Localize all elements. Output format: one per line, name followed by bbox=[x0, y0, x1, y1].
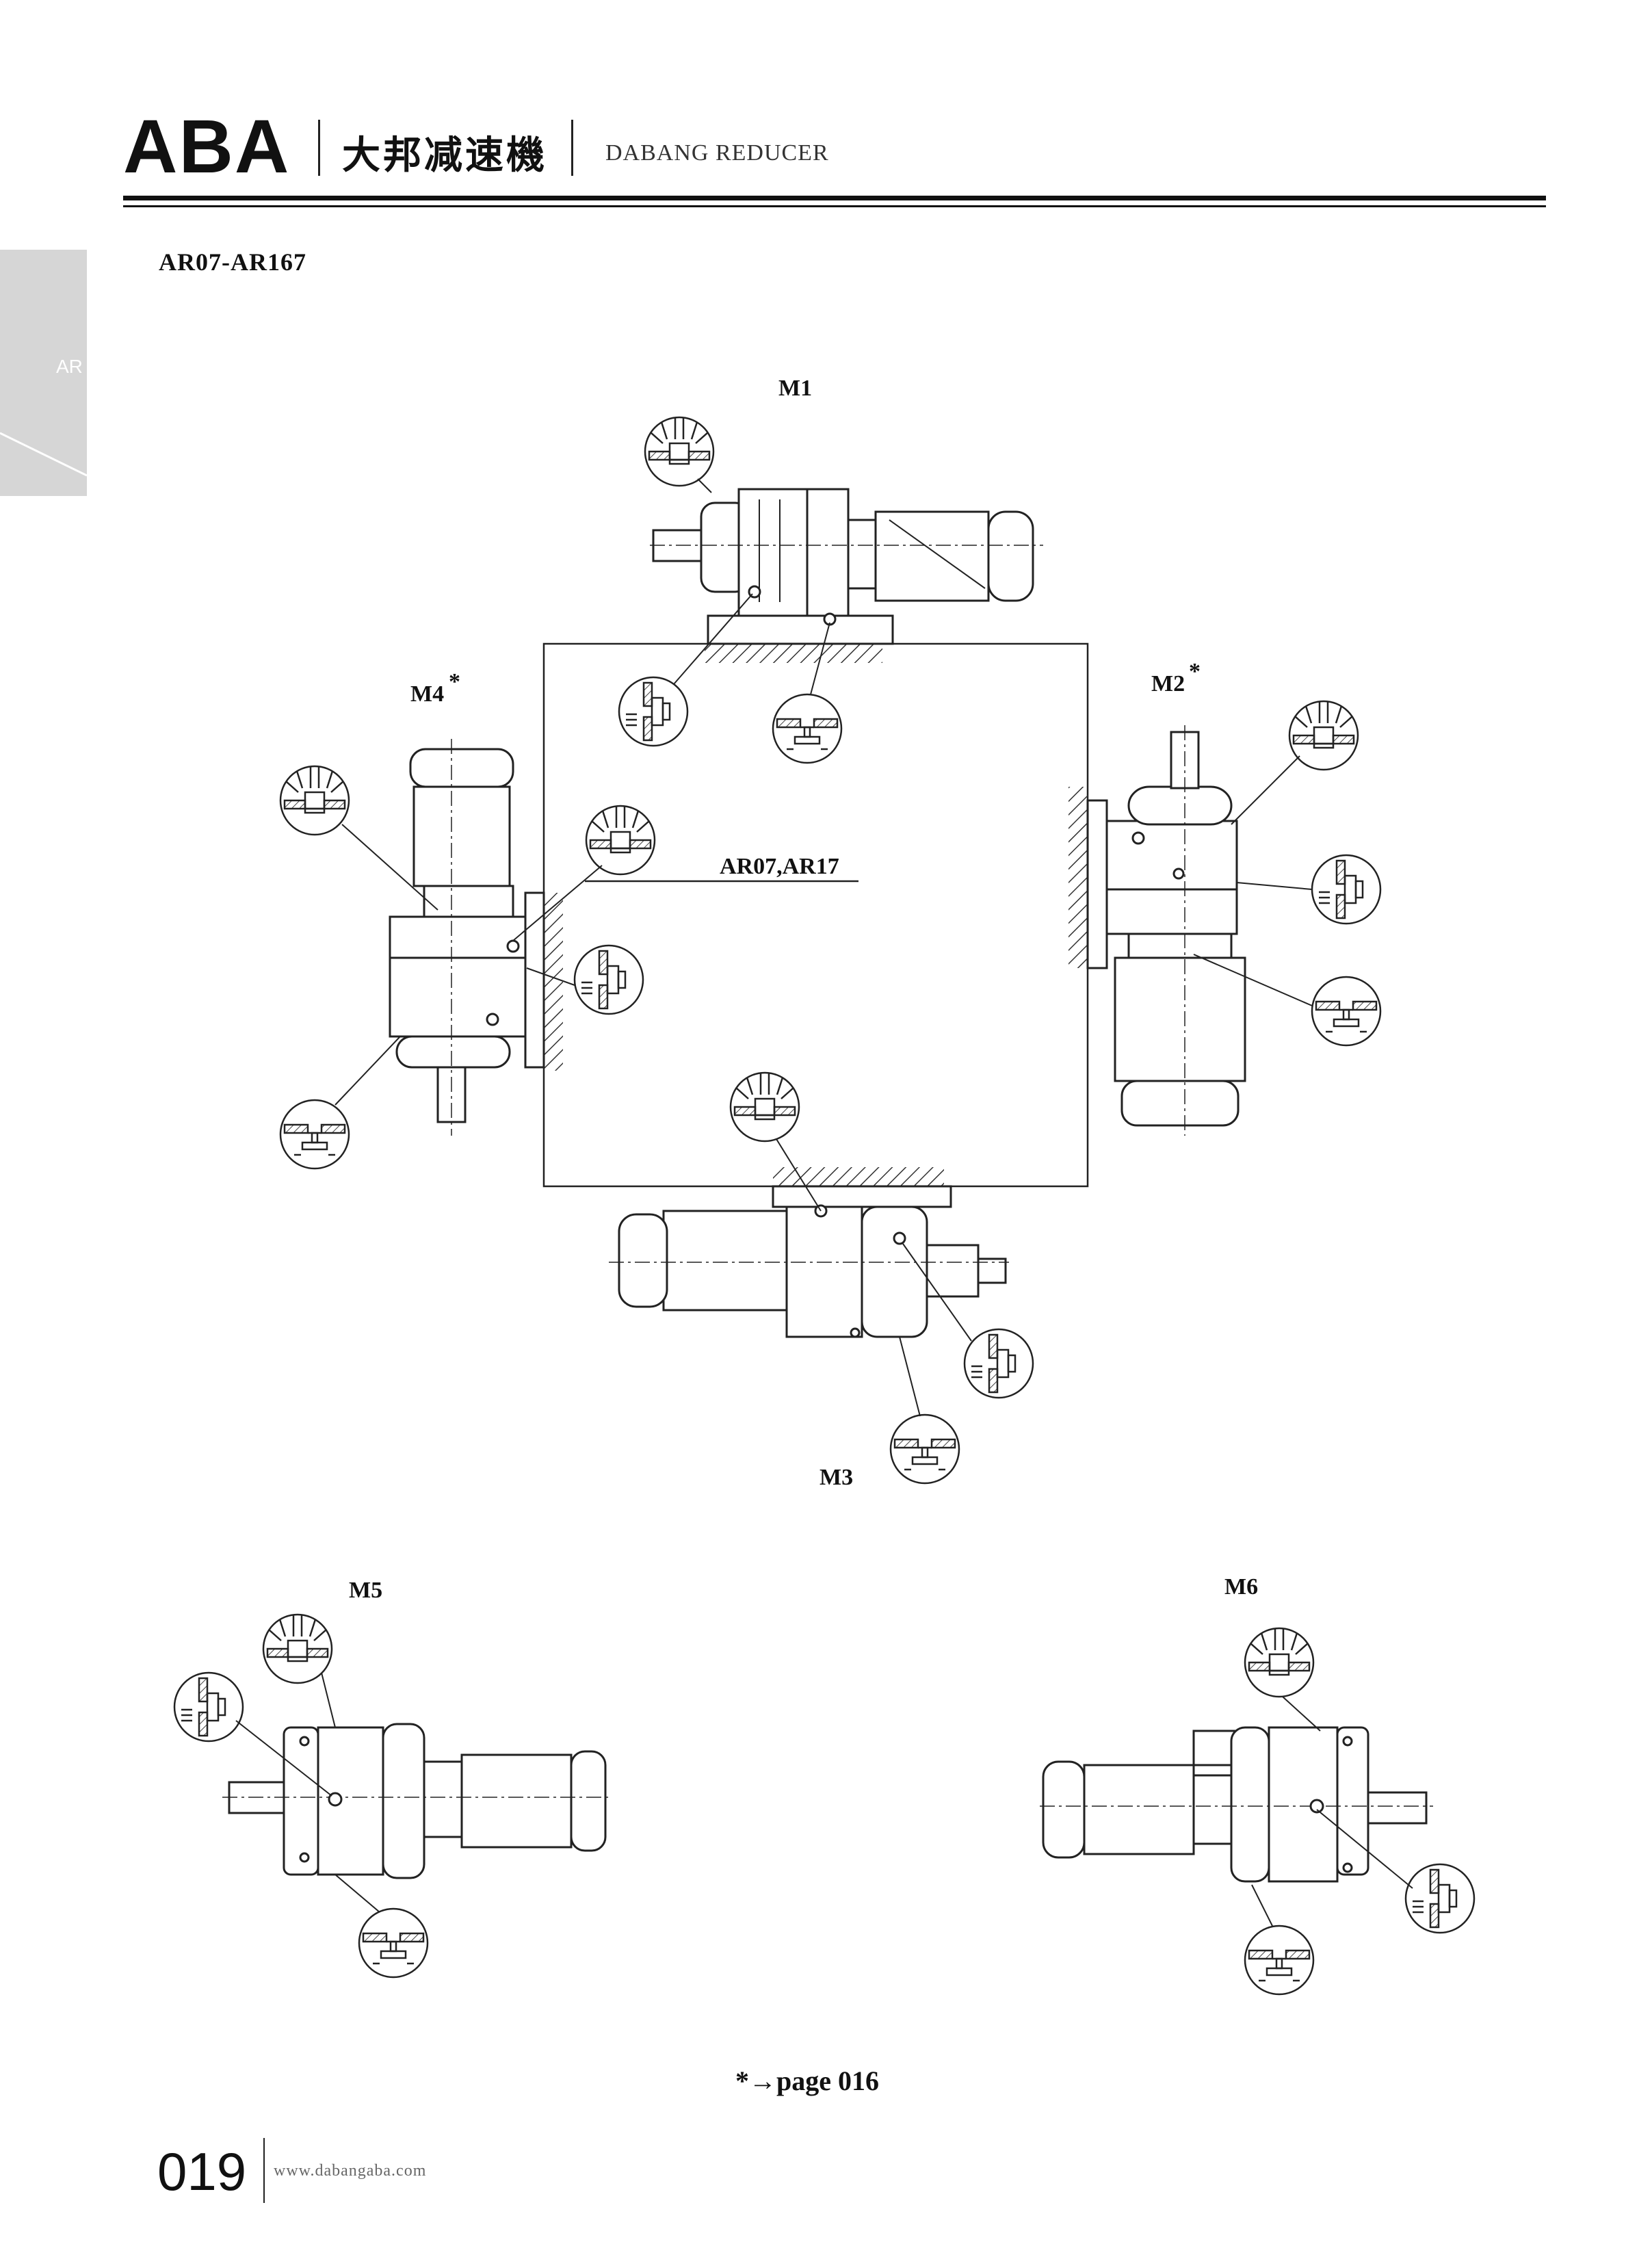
section-title: AR07-AR167 bbox=[159, 248, 306, 276]
page-reference-note: *→page 016 bbox=[735, 2065, 879, 2096]
side-tab-decoration bbox=[0, 432, 87, 477]
side-tab[interactable] bbox=[0, 250, 87, 496]
m1-gearmotor bbox=[650, 488, 1043, 645]
m3-gearmotor bbox=[609, 1185, 1009, 1338]
position-label-m3: M3 bbox=[820, 1465, 853, 1490]
website-link[interactable]: www.dabangaba.com bbox=[274, 2162, 427, 2180]
ar07-ar17-note: AR07,AR17 bbox=[720, 854, 839, 879]
position-label-m2: M2 bbox=[1151, 671, 1185, 696]
brand-logo: ABA bbox=[123, 105, 291, 189]
position-label-m5: M5 bbox=[349, 1578, 382, 1603]
m4-gearmotor bbox=[389, 739, 545, 1136]
m2-asterisk: * bbox=[1189, 659, 1201, 684]
side-tab-label: AR bbox=[56, 356, 83, 377]
m4-asterisk: * bbox=[449, 669, 460, 694]
position-label-m1: M1 bbox=[778, 376, 812, 401]
m5-gearmotor bbox=[222, 1723, 612, 1879]
m6-gearmotor bbox=[1040, 1726, 1433, 1883]
m2-gearmotor bbox=[1086, 725, 1246, 1136]
footer-separator bbox=[263, 2138, 265, 2203]
position-label-m4: M4 bbox=[410, 681, 444, 707]
page-number: 019 bbox=[157, 2141, 247, 2202]
company-name-chinese: 大邦减速機 bbox=[342, 133, 547, 178]
header-separator bbox=[571, 120, 573, 176]
header-rule bbox=[123, 205, 1546, 207]
company-name-english: DABANG REDUCER bbox=[605, 140, 829, 166]
position-label-m6: M6 bbox=[1224, 1574, 1258, 1600]
header-separator bbox=[318, 120, 320, 176]
header-rule bbox=[123, 196, 1546, 200]
